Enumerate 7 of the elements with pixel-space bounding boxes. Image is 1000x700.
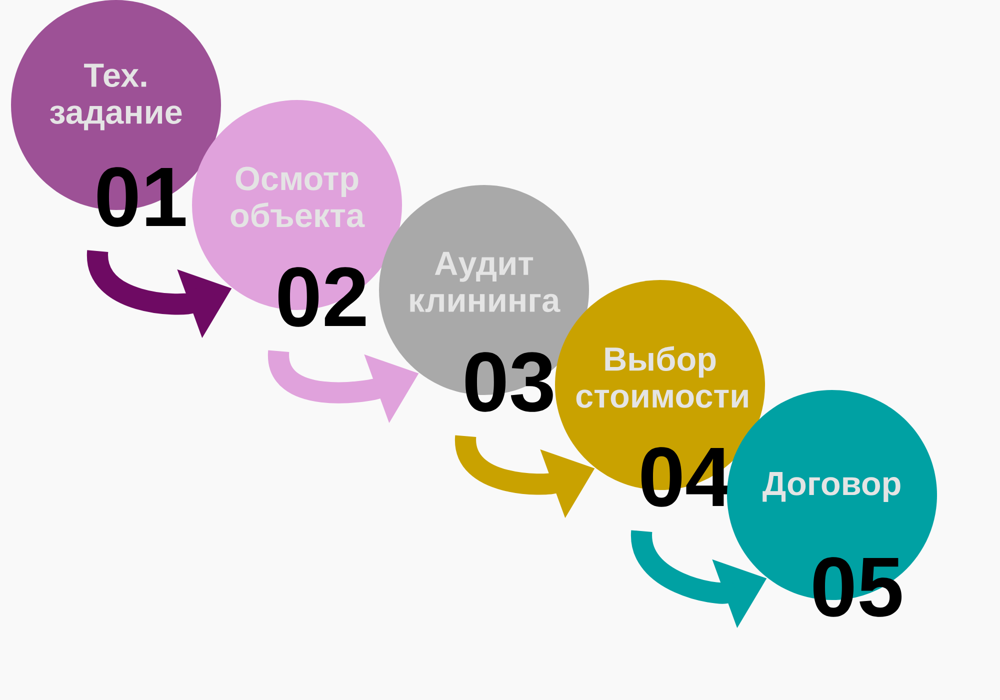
step-title: Осмотр объекта [230, 166, 365, 228]
step-title: Договор [762, 472, 900, 502]
step-number: 03 [465, 352, 553, 412]
step-title: Тех. задание [50, 64, 182, 130]
step-title: Выбор стоимости [576, 346, 748, 408]
step-number: 02 [278, 267, 366, 327]
step-title: Аудит клининга [410, 252, 560, 312]
